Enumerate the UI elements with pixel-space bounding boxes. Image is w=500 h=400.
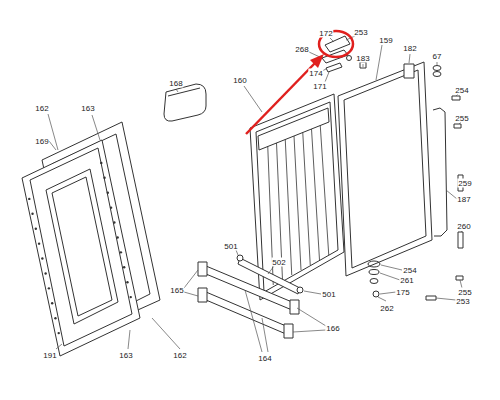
callout-number: 175 xyxy=(395,288,410,297)
callout-number: 502 xyxy=(271,258,286,267)
bracket xyxy=(456,276,463,280)
rail-end xyxy=(198,288,207,302)
rail-end xyxy=(290,300,299,314)
callout-number: 174 xyxy=(308,69,323,78)
clip xyxy=(360,62,366,68)
callout-number: 160 xyxy=(232,76,247,85)
gasket-opening-lip xyxy=(52,177,112,316)
rail-end xyxy=(198,262,207,276)
callout-number: 162 xyxy=(34,104,49,113)
liner-rib xyxy=(294,136,301,270)
callout-number: 166 xyxy=(325,324,340,333)
door-handle xyxy=(433,108,447,236)
door-liner-inner xyxy=(256,102,338,292)
liner-rib xyxy=(320,126,329,256)
screw xyxy=(347,56,352,61)
gasket-hole xyxy=(100,162,102,164)
bar-end xyxy=(297,287,303,293)
callout-number: 255 xyxy=(457,288,472,297)
gasket-hole xyxy=(44,272,46,274)
gasket-hole xyxy=(103,177,105,179)
gasket-hole xyxy=(35,228,37,230)
gasket-hole xyxy=(123,266,125,268)
callout-number: 253 xyxy=(455,297,470,306)
callout-number: 254 xyxy=(402,266,417,275)
gasket-hole xyxy=(38,242,40,244)
bushing xyxy=(433,66,441,71)
bracket xyxy=(426,296,436,300)
leader-lines xyxy=(48,36,462,352)
hinge-cover xyxy=(325,36,350,52)
callout-number: 260 xyxy=(456,222,471,231)
liner-rib xyxy=(312,129,320,260)
callout-number: 159 xyxy=(378,36,393,45)
callout-number: 163 xyxy=(80,104,95,113)
callout-number: 259 xyxy=(457,179,472,188)
gasket-hole xyxy=(107,192,109,194)
washer xyxy=(369,270,379,275)
callout-number: 187 xyxy=(456,195,471,204)
gasket-hole xyxy=(28,198,30,200)
gasket-hole xyxy=(31,213,33,215)
callout-number: 165 xyxy=(169,286,184,295)
door-rail xyxy=(206,292,286,334)
callout-number: 163 xyxy=(118,351,133,360)
handle-cap xyxy=(458,232,463,248)
callout-number: 501 xyxy=(223,242,238,251)
washer xyxy=(368,261,380,267)
callout-number: 162 xyxy=(172,351,187,360)
gasket-hole xyxy=(41,257,43,259)
callout-number: 67 xyxy=(432,52,443,61)
door-gasket xyxy=(22,140,140,356)
bracket xyxy=(452,96,460,100)
bar-end xyxy=(237,255,243,261)
badge xyxy=(404,64,414,78)
callout-number: 262 xyxy=(379,304,394,313)
highlight-arrowhead xyxy=(310,54,324,68)
bracket xyxy=(454,124,461,128)
callout-number: 501 xyxy=(321,290,336,299)
outer-door-inner xyxy=(344,70,426,268)
callout-number: 261 xyxy=(399,276,414,285)
callout-number: 191 xyxy=(42,351,57,360)
liner-top-shelf xyxy=(258,108,329,150)
callout-number: 172 xyxy=(318,29,333,38)
gasket-hole xyxy=(58,332,60,334)
door-bin xyxy=(164,84,206,121)
gasket-opening xyxy=(46,169,118,324)
washer xyxy=(370,279,378,284)
liner-rib xyxy=(285,140,292,276)
gasket-hole xyxy=(48,287,50,289)
gasket-hole xyxy=(110,206,112,208)
gasket-hole xyxy=(51,302,53,304)
gasket-hole xyxy=(113,221,115,223)
callout-number: 164 xyxy=(257,354,272,363)
callout-number: 169 xyxy=(34,137,49,146)
gasket-hole xyxy=(116,236,118,238)
rail-end xyxy=(284,324,293,338)
gasket-hole xyxy=(130,296,132,298)
callout-number: 168 xyxy=(168,79,183,88)
bushing xyxy=(373,291,379,297)
callout-number: 255 xyxy=(454,114,469,123)
callout-number: 268 xyxy=(294,45,309,54)
outer-door xyxy=(338,62,432,276)
door-gasket-lip xyxy=(30,148,132,346)
hinge-shim xyxy=(326,63,342,72)
door-liner xyxy=(250,94,344,300)
callout-number: 171 xyxy=(312,82,327,91)
door-bin-edge xyxy=(168,88,200,96)
highlight-arrow xyxy=(246,62,316,134)
bushing xyxy=(433,72,441,77)
callout-number: 183 xyxy=(355,54,370,63)
gasket-hole xyxy=(54,317,56,319)
callout-number: 254 xyxy=(454,86,469,95)
callout-number: 182 xyxy=(402,44,417,53)
liner-rib xyxy=(303,133,311,266)
callout-number: 253 xyxy=(353,28,368,37)
gasket-hole xyxy=(120,251,122,253)
gasket-hole xyxy=(126,281,128,283)
